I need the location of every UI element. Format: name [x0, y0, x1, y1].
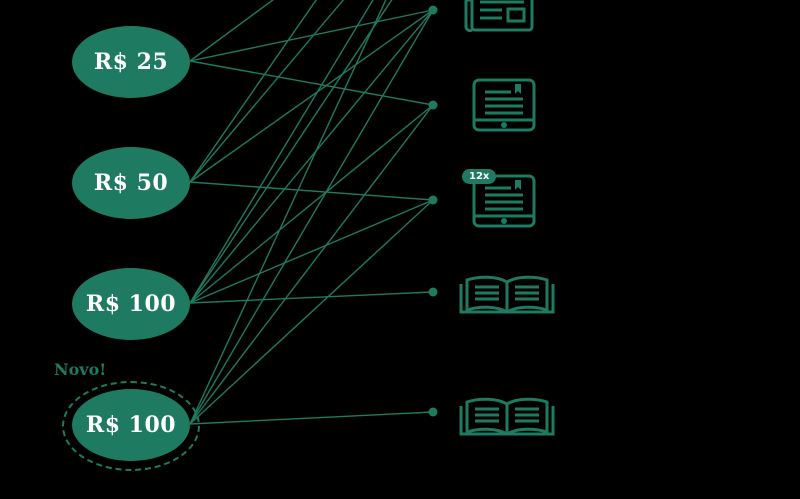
installments-badge: 12x: [462, 169, 497, 184]
price-option-50[interactable]: R$ 50: [72, 147, 190, 219]
connector-dot-ereader: [428, 100, 438, 110]
ereader-icon: [472, 78, 536, 132]
connection-line-p3-newspaper: [189, 9, 434, 304]
connection-line-offscreen-1: [189, 0, 345, 183]
connector-dot-tablet: [428, 195, 438, 205]
connection-line-p4-newspaper: [189, 9, 434, 425]
connector-dot-book2: [428, 407, 438, 417]
price-option-100[interactable]: R$ 100: [72, 268, 190, 340]
connection-line-offscreen-5: [189, 0, 317, 183]
open-book-icon: [459, 275, 555, 314]
price-option-25[interactable]: R$ 25: [72, 26, 190, 98]
connector-dot-book: [428, 287, 438, 297]
tablet-icon: [472, 174, 536, 228]
connection-line-p3-ereader: [189, 104, 434, 304]
newspaper-icon: [464, 0, 534, 33]
price-option-100-new[interactable]: R$ 100: [72, 389, 190, 461]
connection-line-offscreen-4: [189, 0, 393, 304]
connection-line-p3-book: [189, 291, 434, 304]
connection-line-p3-tablet: [189, 199, 434, 304]
connection-line-p2-newspaper: [189, 9, 434, 183]
connection-line-p4-tablet: [189, 199, 434, 425]
connection-line-offscreen-3: [189, 0, 387, 425]
connector-dot-newspaper: [428, 5, 438, 15]
connection-line-offscreen-2: [189, 0, 374, 304]
open-book-icon: [459, 397, 555, 436]
connection-line-p4-book2: [189, 411, 434, 425]
new-label: Novo!: [54, 360, 107, 379]
connection-line-offscreen-0: [189, 0, 275, 62]
new-option-ring: [62, 381, 200, 471]
connection-line-p4-ereader: [189, 104, 434, 425]
connection-line-p1-newspaper: [189, 9, 434, 62]
connection-line-p1-ereader: [189, 60, 434, 106]
connection-line-p2-tablet: [189, 181, 434, 201]
